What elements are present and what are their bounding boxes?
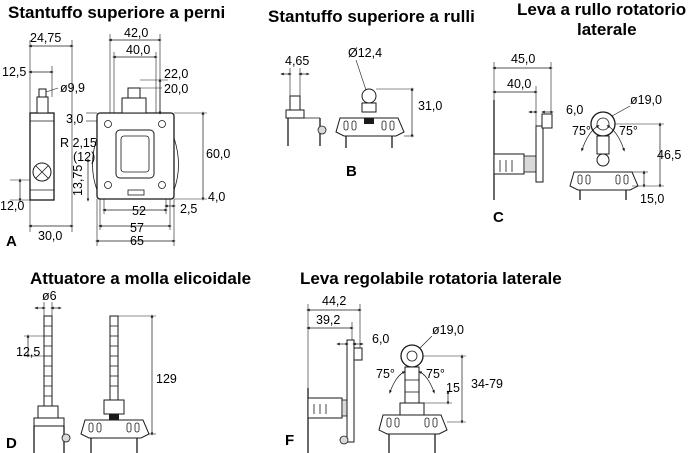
switch-c-side-view [493, 100, 553, 200]
dim-a-52: 52 [132, 204, 146, 218]
dim-f-75-left: 75° [376, 367, 395, 381]
dim-f-44-2: 44,2 [322, 294, 346, 308]
switch-a-side-view [29, 88, 55, 201]
dim-c-75-right: 75° [619, 124, 638, 138]
dim-b-4-65: 4,65 [285, 54, 309, 68]
dim-a-22: 22,0 [164, 67, 188, 81]
dim-a-12-paren: (12) [73, 150, 95, 164]
switch-b-front-view [335, 88, 405, 148]
title-c-line1: Leva a rullo rotatorio [517, 0, 686, 19]
roller-icon [361, 88, 377, 104]
dim-a-4: 4,0 [208, 190, 225, 204]
spring-icon [43, 315, 53, 407]
dim-f-39-2: 39,2 [316, 313, 340, 327]
dim-c-6: 6,0 [566, 103, 583, 117]
dim-a-42: 42,0 [124, 26, 148, 40]
letter-b: B [346, 163, 357, 180]
dim-c-d19: ø19,0 [630, 93, 662, 107]
roller-icon [590, 111, 616, 137]
dim-a-3: 3,0 [66, 112, 83, 126]
dim-d-12-5: 12,5 [16, 345, 40, 359]
dim-a-20: 20,0 [164, 82, 188, 96]
switch-c-front-view [569, 111, 639, 200]
switch-d-front-view [80, 315, 150, 453]
dim-a-60: 60,0 [206, 147, 230, 161]
dim-a-12: 12,0 [0, 199, 24, 213]
dim-c-46-5: 46,5 [657, 148, 681, 162]
dim-f-15: 15 [446, 381, 460, 395]
dim-a-r2-15: R 2,15 [60, 136, 97, 150]
letter-c: C [493, 209, 504, 226]
dim-f-75-right: 75° [426, 367, 445, 381]
switch-b-side-view [285, 95, 327, 146]
dim-c-45: 45,0 [511, 52, 535, 66]
dim-f-d19: ø19,0 [432, 323, 464, 337]
roller-icon [400, 344, 424, 368]
dim-a-65: 65 [130, 234, 144, 248]
dim-a-2-5: 2,5 [180, 202, 197, 216]
dim-c-75-left: 75° [572, 124, 591, 138]
dim-a-57: 57 [130, 221, 144, 235]
dim-b-31: 31,0 [418, 99, 442, 113]
title-b: Stantuffo superiore a rulli [268, 7, 475, 26]
title-d: Attuatore a molla elicoidale [30, 269, 251, 288]
letter-d: D [6, 435, 17, 452]
dim-a-d9-9: ø9,9 [60, 81, 85, 95]
title-f: Leva regolabile rotatoria laterale [300, 269, 562, 288]
dim-a-12-5: 12,5 [2, 65, 26, 79]
letter-f: F [285, 432, 294, 449]
switch-f-front-view [378, 344, 448, 453]
letter-a: A [6, 233, 17, 250]
dim-a-13-75: 13,75 [71, 165, 85, 196]
switch-a-front-view [92, 87, 179, 200]
dim-a-24-75: 24,75 [30, 31, 61, 45]
title-c-line2: laterale [577, 20, 637, 39]
dim-d-d6: ø6 [42, 289, 57, 303]
dim-c-15: 15,0 [640, 192, 664, 206]
switch-d-side-view [33, 315, 71, 453]
dim-b-d12-4: Ø12,4 [348, 46, 382, 60]
dim-d-129: 129 [156, 372, 177, 386]
dim-a-30: 30,0 [38, 229, 62, 243]
dim-f-6: 6,0 [372, 332, 389, 346]
dim-c-40: 40,0 [507, 77, 531, 91]
dim-a-40: 40,0 [126, 43, 150, 57]
dim-f-34-79: 34-79 [471, 377, 503, 391]
title-a: Stantuffo superiore a perni [8, 3, 225, 22]
switch-f-side-view [307, 339, 363, 453]
